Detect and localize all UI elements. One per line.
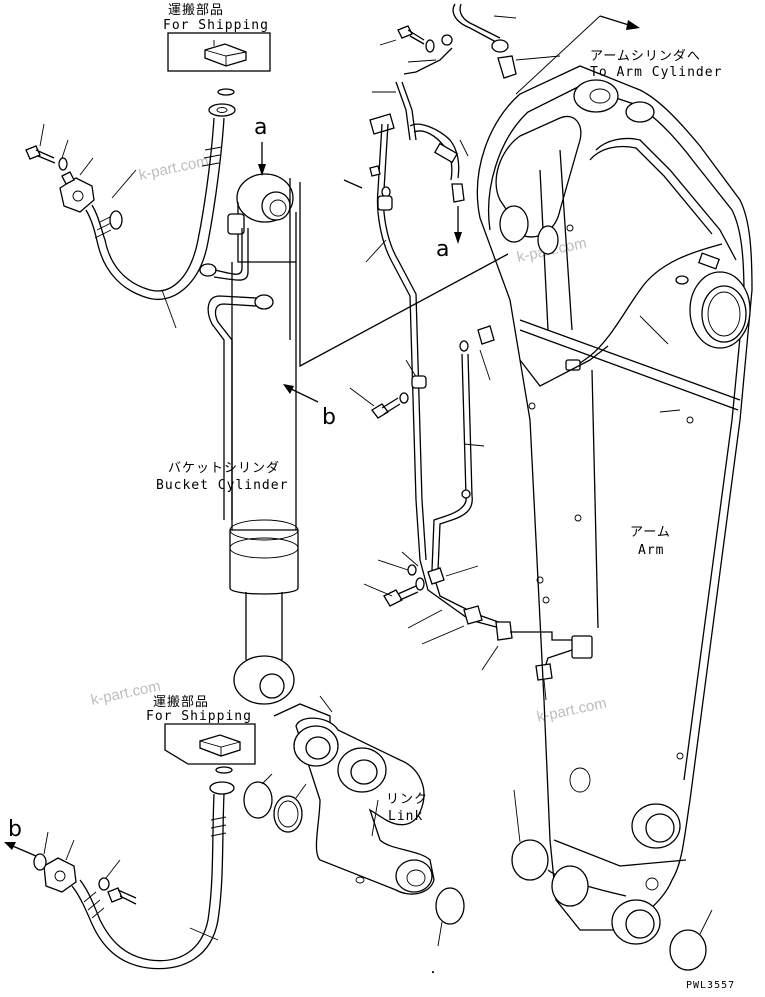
ref-a-mid: a (436, 206, 462, 262)
svg-text:b: b (322, 405, 336, 430)
watermark-3: k-part.com (89, 678, 162, 709)
svg-text:a: a (254, 115, 267, 140)
drawing-code: PWL3557 (686, 980, 735, 991)
shipping-top-en: For Shipping (163, 18, 269, 33)
watermark-1: k-part.com (137, 153, 210, 184)
ref-b-mid: b (283, 384, 336, 430)
svg-text:b: b (8, 817, 22, 842)
hose-assembly-top (25, 88, 236, 329)
arm-en: Arm (638, 543, 664, 558)
ref-a-top: a (254, 115, 267, 176)
arm-cylinder-jp: アームシリンダへ (590, 49, 701, 64)
boundary-line (299, 182, 509, 368)
svg-text:a: a (436, 237, 449, 262)
shipping-bottom-jp: 運搬部品 (153, 695, 209, 710)
shipping-part-bottom: 運搬部品 For Shipping (146, 695, 256, 765)
shipping-part-top: 運搬部品 For Shipping (163, 3, 271, 72)
bottom-mark: ・ (428, 968, 439, 979)
bucket-cylinder: バケットシリンダ Bucket Cylinder (156, 173, 299, 705)
shipping-bottom-en: For Shipping (146, 709, 252, 724)
ref-b-bottom: b (4, 817, 37, 857)
shipping-top-jp: 運搬部品 (168, 3, 224, 18)
bucket-cylinder-en: Bucket Cylinder (156, 478, 288, 493)
arm: アームシリンダへ To Arm Cylinder アーム (476, 15, 753, 971)
link-jp: リンク (386, 792, 428, 807)
arm-jp: アーム (630, 525, 671, 540)
center-piping (343, 3, 593, 701)
arm-cylinder-en: To Arm Cylinder (590, 65, 722, 80)
link: リンク Link (243, 695, 465, 947)
hose-assembly-bottom (33, 766, 235, 970)
link-en: Link (388, 809, 423, 824)
bucket-cylinder-jp: バケットシリンダ (168, 461, 280, 476)
